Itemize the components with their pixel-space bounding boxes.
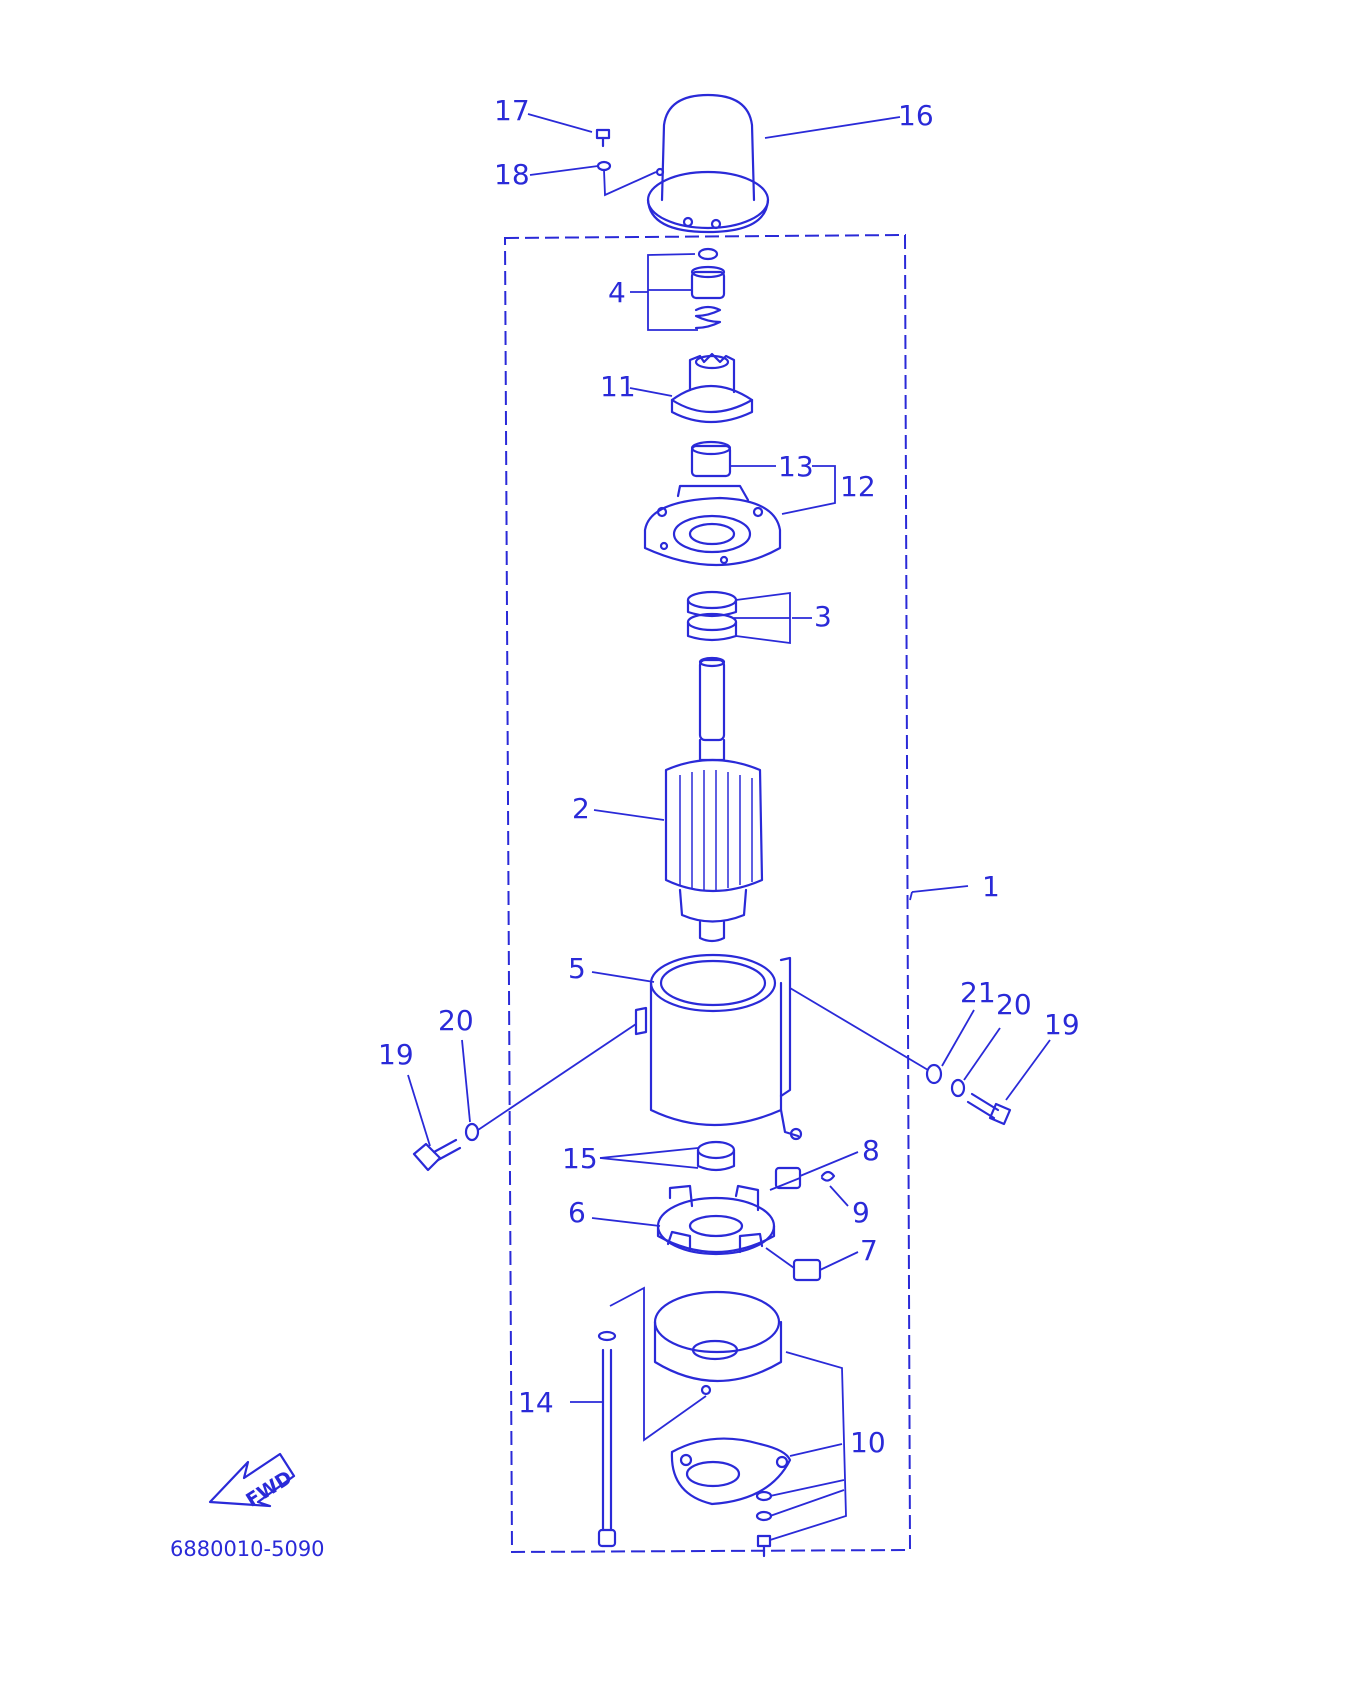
part-17-screw bbox=[595, 128, 611, 148]
label-4: 4 bbox=[608, 276, 626, 309]
label-6: 6 bbox=[568, 1196, 586, 1229]
label-12: 12 bbox=[840, 470, 876, 503]
part-16-cover-cap bbox=[646, 93, 770, 234]
part-8-brush bbox=[774, 1166, 802, 1190]
part-5-yoke bbox=[634, 953, 803, 1141]
part-21-washer-right bbox=[925, 1063, 943, 1085]
label-15: 15 bbox=[562, 1142, 598, 1175]
label-16: 16 bbox=[898, 99, 934, 132]
label-8: 8 bbox=[862, 1134, 880, 1167]
part-14-through-bolt bbox=[597, 1330, 617, 1548]
drawing-number: 6880010-5090 bbox=[170, 1537, 325, 1561]
label-14: 14 bbox=[518, 1386, 554, 1419]
part-11-pinion-gear bbox=[670, 352, 754, 424]
label-10: 10 bbox=[850, 1426, 886, 1459]
part-9-brush-spring bbox=[820, 1170, 836, 1182]
part-10-rear-cover bbox=[653, 1290, 792, 1558]
label-3: 3 bbox=[814, 600, 832, 633]
label-19-left: 19 bbox=[378, 1038, 414, 1071]
part-15-washers bbox=[696, 1140, 736, 1172]
part-20-washer-left bbox=[464, 1122, 480, 1142]
label-13: 13 bbox=[778, 450, 814, 483]
part-2-armature bbox=[664, 656, 764, 943]
part-18-washer bbox=[596, 160, 612, 172]
label-18: 18 bbox=[494, 158, 530, 191]
part-19-bolt-right bbox=[966, 1092, 1012, 1126]
part-13-bushing bbox=[690, 440, 732, 478]
label-17: 17 bbox=[494, 94, 530, 127]
label-9: 9 bbox=[852, 1196, 870, 1229]
label-19-right: 19 bbox=[1044, 1008, 1080, 1041]
label-1: 1 bbox=[982, 870, 1000, 903]
label-5: 5 bbox=[568, 952, 586, 985]
label-7: 7 bbox=[860, 1234, 878, 1267]
label-21: 21 bbox=[960, 976, 996, 1009]
label-11: 11 bbox=[600, 370, 636, 403]
part-4-stop-ring-set bbox=[690, 247, 726, 330]
leader-lines bbox=[407, 113, 1051, 1541]
part-12-front-bracket bbox=[643, 484, 782, 566]
fwd-direction-arrow: FWD bbox=[208, 1452, 296, 1512]
label-20-left: 20 bbox=[438, 1004, 474, 1037]
part-7-brush bbox=[792, 1258, 822, 1282]
part-6-brush-holder bbox=[656, 1184, 776, 1256]
label-2: 2 bbox=[572, 792, 590, 825]
assembly-boundary-dashed bbox=[503, 233, 912, 1554]
part-19-bolt-left bbox=[412, 1138, 462, 1172]
label-20-right: 20 bbox=[996, 988, 1032, 1021]
part-3-bearing-set bbox=[686, 590, 738, 642]
part-20-washer-right bbox=[950, 1078, 966, 1098]
